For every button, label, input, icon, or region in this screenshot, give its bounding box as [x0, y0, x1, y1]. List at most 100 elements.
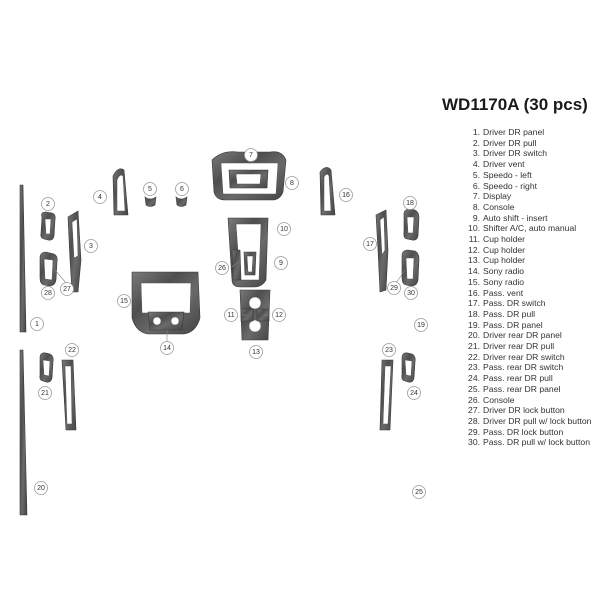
legend-item-number: 19. — [468, 319, 480, 330]
callout-21: 21 — [38, 386, 52, 400]
callout-circle — [41, 286, 55, 300]
legend-item-number: 9. — [472, 212, 480, 223]
callout-circle — [60, 282, 74, 296]
callout-number: 1 — [35, 321, 39, 328]
legend-item-label: Pass. DR pull w/ lock button — [483, 437, 590, 448]
piece-14-sony-radio — [147, 311, 185, 331]
legend-item: 19.Pass. DR panel — [466, 320, 594, 331]
callout-number: 16 — [342, 192, 350, 199]
piece-6-speedo-right — [175, 196, 188, 207]
callout-16: 16 — [339, 188, 353, 202]
legend-item-label: Pass. DR pull — [483, 308, 536, 319]
legend-item: 9.Auto shift - insert — [466, 213, 594, 224]
legend-item: 27.Driver DR lock button — [466, 405, 594, 416]
callout-circle — [285, 176, 299, 190]
callout-circle — [403, 196, 417, 210]
legend-item-number: 16. — [468, 287, 480, 298]
legend-item-label: Speedo - left — [483, 169, 532, 180]
callout-10: 10 — [277, 222, 291, 236]
callout-17: 17 — [363, 237, 377, 251]
legend-item-label: Driver DR pull — [483, 137, 537, 148]
callout-circle — [414, 318, 428, 332]
callout-circle — [34, 481, 48, 495]
callout-number: 17 — [366, 241, 374, 248]
legend-item-number: 1. — [472, 127, 480, 137]
legend-item-number: 24. — [468, 373, 480, 384]
legend-item-number: 27. — [468, 405, 480, 416]
legend-item-label: Pass. DR lock button — [483, 426, 564, 437]
callout-circle — [175, 182, 189, 196]
legend-item-number: 25. — [468, 383, 480, 394]
callout-22: 22 — [65, 343, 79, 357]
legend-item-label: Driver DR pull w/ lock button — [483, 415, 592, 426]
callout-number: 11 — [227, 312, 234, 319]
callout-circle — [404, 286, 418, 300]
callout-circle — [412, 485, 426, 499]
legend-item-label: Pass. rear DR panel — [483, 383, 561, 394]
callout-15: 15 — [117, 294, 131, 308]
legend-item: 2.Driver DR pull — [466, 138, 594, 149]
callout-3: 3 — [84, 239, 98, 253]
piece-20-driver-rear-dr-panel — [19, 349, 28, 516]
legend-item-label: Pass. DR panel — [483, 319, 543, 330]
callout-number: 28 — [44, 290, 52, 297]
callout-29: 29 — [387, 281, 401, 295]
callout-number: 7 — [249, 152, 253, 159]
legend-item-number: 11. — [468, 234, 480, 245]
legend-item-label: Console — [483, 394, 515, 405]
legend-item-label: Pass. rear DR switch — [483, 362, 564, 373]
callout-circle — [41, 197, 55, 211]
legend-item-number: 5. — [472, 169, 480, 180]
callout-number: 14 — [163, 345, 171, 352]
callout-circle — [407, 386, 421, 400]
callout-12: 12 — [272, 308, 286, 322]
callout-18: 18 — [403, 196, 417, 210]
legend-item-label: Driver DR lock button — [483, 405, 565, 416]
callout-circle — [84, 239, 98, 253]
callout-circle — [363, 237, 377, 251]
legend-item-label: Driver rear DR switch — [483, 351, 565, 362]
legend-item: 5.Speedo - left — [466, 170, 594, 181]
callout-number: 5 — [148, 186, 152, 193]
legend-item: 28.Driver DR pull w/ lock button — [466, 416, 594, 427]
legend-item-number: 14. — [468, 266, 480, 277]
legend-item: 30.Pass. DR pull w/ lock button — [466, 437, 594, 448]
callout-number: 10 — [280, 226, 288, 233]
legend-item: 12.Cup holder — [466, 245, 594, 256]
legend-item-label: Driver vent — [483, 159, 525, 170]
callout-26: 26 — [215, 261, 229, 275]
legend-item: 8.Console — [466, 202, 594, 213]
legend-item-number: 2. — [472, 137, 480, 148]
legend-item-number: 20. — [468, 330, 480, 341]
callout-circle — [277, 222, 291, 236]
callout-8: 8 — [285, 176, 299, 190]
callout-4: 4 — [93, 190, 107, 204]
callout-circle — [143, 182, 157, 196]
callout-circle — [93, 190, 107, 204]
callout-13: 13 — [249, 345, 263, 359]
legend-item: 10.Shifter A/C, auto manual — [466, 223, 594, 234]
legend-item-label: Console — [483, 201, 515, 212]
legend-item: 21.Driver rear DR pull — [466, 341, 594, 352]
callout-number: 23 — [385, 347, 393, 354]
legend-item: 7.Display — [466, 191, 594, 202]
legend-item: 16.Pass. vent — [466, 288, 594, 299]
callout-number: 2 — [46, 201, 50, 208]
legend-item: 1.Driver DR panel — [466, 127, 594, 138]
legend-item: 24.Pass. rear DR pull — [466, 373, 594, 384]
callout-6: 6 — [175, 182, 189, 196]
legend-item-number: 18. — [468, 308, 480, 319]
legend-item-number: 10. — [468, 223, 480, 234]
callout-11: 11 — [224, 308, 238, 322]
callout-number: 4 — [98, 194, 102, 201]
legend-item-number: 8. — [472, 201, 480, 212]
callout-1: 1 — [30, 317, 44, 331]
callout-circle — [117, 294, 131, 308]
legend-item-label: Auto shift - insert — [483, 212, 548, 223]
piece-13-cup-holder — [239, 289, 271, 341]
callout-19: 19 — [414, 318, 428, 332]
legend-item-number: 22. — [468, 351, 480, 362]
legend-item-label: Driver DR panel — [483, 127, 545, 137]
